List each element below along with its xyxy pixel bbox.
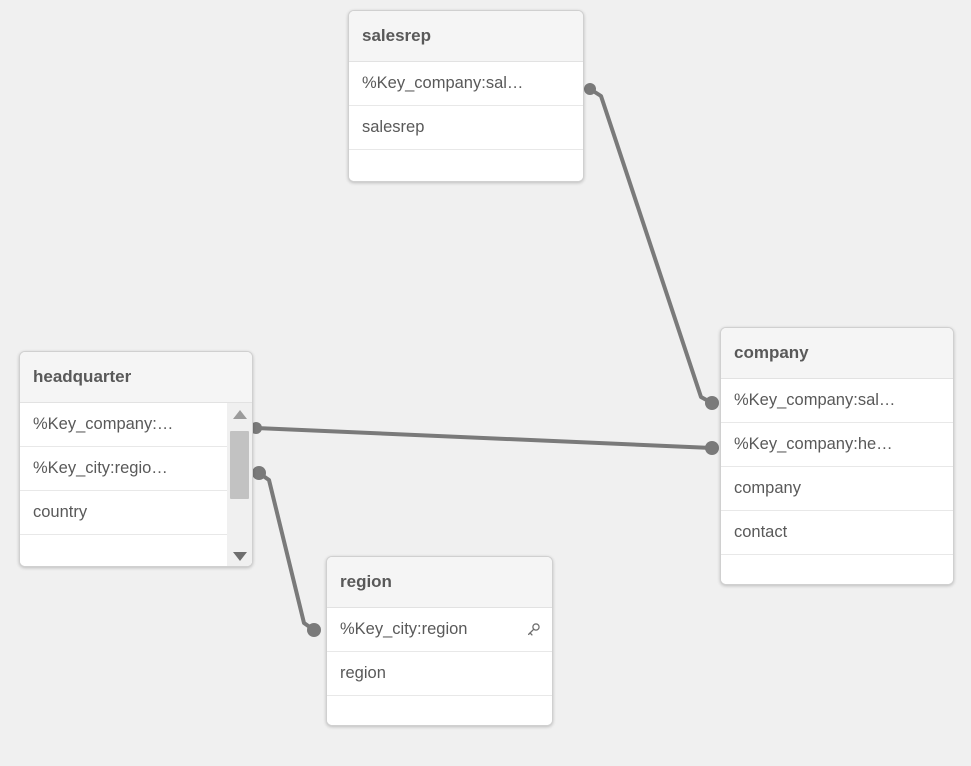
field-row[interactable]: region — [327, 652, 552, 696]
scrollbar-track[interactable] — [227, 425, 252, 545]
table-footer-row — [721, 555, 953, 584]
field-row[interactable]: %Key_company:sal… — [721, 379, 953, 423]
table-title: region — [340, 572, 392, 591]
association-headquarter-company[interactable] — [250, 422, 719, 455]
association-line[interactable] — [257, 471, 316, 632]
association-line[interactable] — [254, 426, 714, 450]
table-title: company — [734, 343, 809, 362]
field-name: region — [340, 664, 386, 682]
field-row[interactable]: contact — [721, 511, 953, 555]
table-header-region[interactable]: region — [327, 557, 552, 608]
field-row[interactable]: %Key_city:regio… — [20, 447, 252, 491]
field-name: %Key_company:… — [33, 415, 174, 433]
field-name: %Key_city:region — [340, 620, 468, 638]
field-row[interactable]: %Key_company:he… — [721, 423, 953, 467]
triangle-down-icon — [232, 551, 247, 561]
field-row[interactable]: salesrep — [349, 106, 583, 150]
field-name: %Key_company:he… — [734, 435, 893, 453]
table-card-region[interactable]: region %Key_city:region region — [326, 556, 553, 726]
scrollbar-thumb[interactable] — [230, 431, 249, 499]
table-footer-row — [327, 696, 552, 725]
field-list-headquarter: %Key_company:… %Key_city:regio… country — [20, 403, 252, 566]
field-row[interactable]: country — [20, 491, 252, 535]
scroll-up-button[interactable] — [227, 403, 252, 425]
table-card-headquarter[interactable]: headquarter %Key_company:… %Key_city:reg… — [19, 351, 253, 567]
field-name: salesrep — [362, 118, 425, 136]
triangle-up-icon — [232, 409, 247, 419]
table-footer-row — [349, 150, 583, 181]
field-name: %Key_company:sal… — [362, 74, 524, 92]
field-name: company — [734, 479, 801, 497]
field-row[interactable]: %Key_company:… — [20, 403, 252, 447]
field-row[interactable]: %Key_company:sal… — [349, 62, 583, 106]
association-headquarter-region[interactable] — [252, 466, 321, 637]
association-salesrep-company[interactable] — [584, 83, 719, 410]
field-name: contact — [734, 523, 788, 541]
field-row[interactable]: %Key_city:region — [327, 608, 552, 652]
field-list-salesrep: %Key_company:sal… salesrep — [349, 62, 583, 181]
association-line[interactable] — [588, 87, 714, 405]
field-row[interactable]: company — [721, 467, 953, 511]
field-list-company: %Key_company:sal… %Key_company:he… compa… — [721, 379, 953, 584]
table-card-salesrep[interactable]: salesrep %Key_company:sal… salesrep — [348, 10, 584, 182]
field-name: %Key_city:regio… — [33, 459, 168, 477]
vertical-scrollbar[interactable] — [227, 403, 252, 566]
table-header-salesrep[interactable]: salesrep — [349, 11, 583, 62]
table-title: salesrep — [362, 26, 431, 45]
scroll-down-button[interactable] — [227, 545, 252, 566]
table-header-company[interactable]: company — [721, 328, 953, 379]
field-name: %Key_company:sal… — [734, 391, 896, 409]
field-list-region: %Key_city:region region — [327, 608, 552, 725]
table-footer-row — [20, 535, 252, 566]
field-name: country — [33, 503, 88, 521]
table-title: headquarter — [33, 367, 132, 386]
key-icon — [524, 621, 542, 639]
table-header-headquarter[interactable]: headquarter — [20, 352, 252, 403]
table-card-company[interactable]: company %Key_company:sal… %Key_company:h… — [720, 327, 954, 585]
